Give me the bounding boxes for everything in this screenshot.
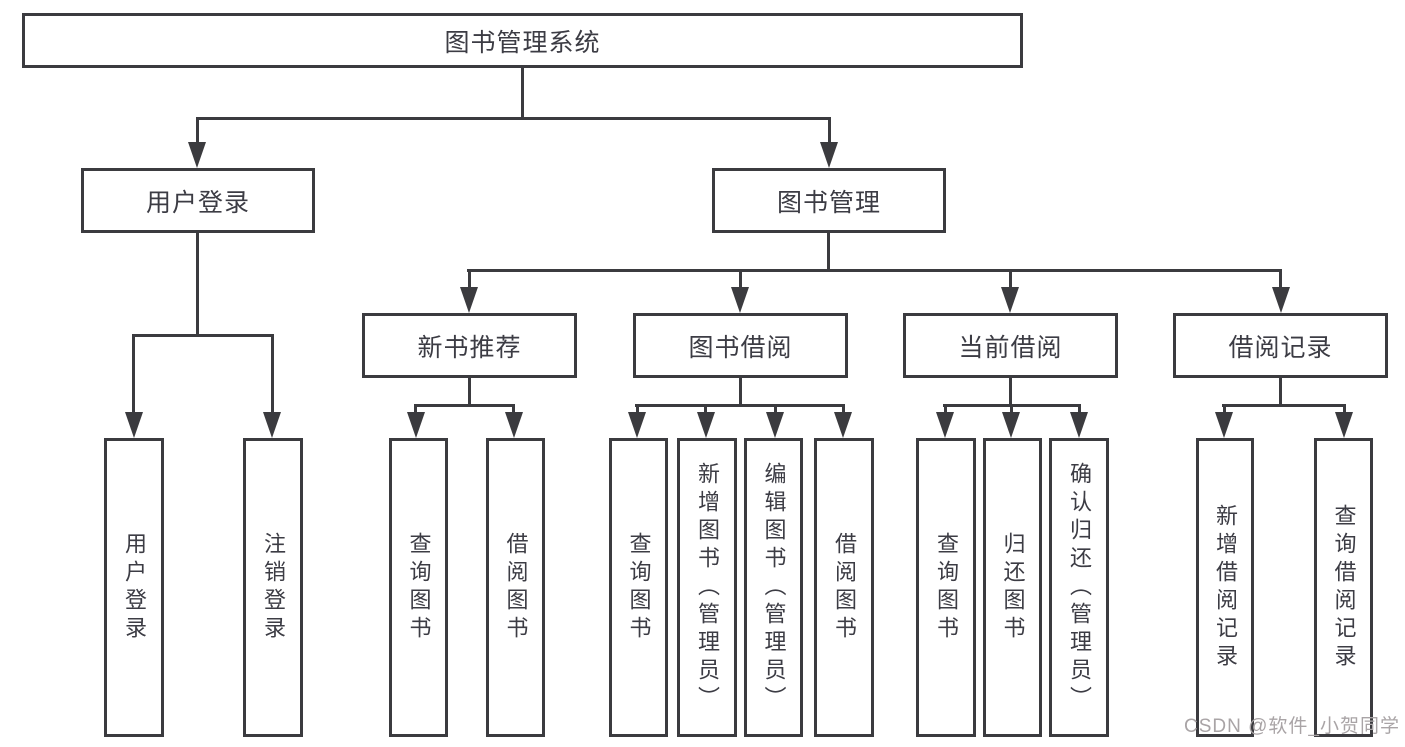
connector-stem [1223,404,1226,416]
connector-stem-user-login [196,117,199,147]
node-borrow-records: 借阅记录 [1173,313,1388,378]
arrow-down-icon [1002,412,1020,438]
leaf-return-books: 归还图书 [983,438,1042,737]
connector-book-borrow-hbar [635,404,845,407]
leaf-borrow-books: 借阅图书 [814,438,874,737]
arrow-down-icon [834,412,852,438]
connector-stem-new-book [468,269,471,291]
node-book-management: 图书管理 [712,168,946,233]
arrow-down-icon [1215,412,1233,438]
leaf-borrow-books-recommend: 借阅图书 [486,438,545,737]
leaf-query-books-current: 查询图书 [916,438,976,737]
connector-current-borrow-trunk [1009,378,1012,406]
connector-book-borrow-trunk [739,378,742,406]
connector-stem [1078,404,1081,416]
leaf-query-books-borrow: 查询图书 [609,438,668,737]
csdn-watermark: CSDN @软件_小贺同学 [1184,716,1400,737]
arrow-down-icon [1070,412,1088,438]
arrow-down-icon [407,412,425,438]
connector-stem [842,404,845,416]
connector-stem-borrow-records [1279,269,1282,291]
arrow-down-icon [1001,287,1019,313]
connector-stem [1010,404,1013,416]
connector-stem [774,404,777,416]
leaf-edit-books-admin: 编辑图书（管理员） [744,438,803,737]
connector-borrow-records-hbar [1222,404,1346,407]
leaf-add-books-admin: 新增图书（管理员） [677,438,737,737]
arrow-down-icon [820,142,838,168]
leaf-logout: 注销登录 [243,438,303,737]
connector-stem [1343,404,1346,416]
connector-root-trunk [521,68,524,119]
connector-borrow-records-trunk [1279,378,1282,406]
connector-stem-current-borrow [1009,269,1012,291]
connector-stem-leaf-logout [271,334,274,416]
leaf-query-borrow-record: 查询借阅记录 [1314,438,1373,737]
arrow-down-icon [731,287,749,313]
node-current-borrow: 当前借阅 [903,313,1118,378]
arrow-down-icon [936,412,954,438]
arrow-down-icon [766,412,784,438]
arrow-down-icon [1272,287,1290,313]
connector-stem-leaf-user-login [132,334,135,416]
connector-book-management-trunk [827,233,830,271]
arrow-down-icon [125,412,143,438]
arrow-down-icon [188,142,206,168]
connector-user-login-hbar [132,334,274,337]
connector-level1-hbar [196,117,831,120]
connector-stem [704,404,707,416]
arrow-down-icon [628,412,646,438]
leaf-query-books-recommend: 查询图书 [389,438,448,737]
connector-stem-book-management [828,117,831,147]
leaf-user-login: 用户登录 [104,438,164,737]
leaf-add-borrow-record: 新增借阅记录 [1196,438,1254,737]
connector-user-login-trunk [196,233,199,336]
leaf-confirm-return-admin: 确认归还（管理员） [1049,438,1109,737]
node-book-borrow: 图书借阅 [633,313,848,378]
connector-stem [944,404,947,416]
arrow-down-icon [460,287,478,313]
arrow-down-icon [697,412,715,438]
connector-level3-hbar [467,269,1282,272]
arrow-down-icon [263,412,281,438]
node-root-library-system: 图书管理系统 [22,13,1023,68]
connector-stem-book-borrow [739,269,742,291]
connector-new-book-trunk [468,378,471,406]
connector-stem [512,404,515,416]
arrow-down-icon [1335,412,1353,438]
connector-new-book-hbar [414,404,515,407]
arrow-down-icon [505,412,523,438]
node-new-book-recommend: 新书推荐 [362,313,577,378]
node-user-login: 用户登录 [81,168,315,233]
connector-stem [414,404,417,416]
connector-stem [636,404,639,416]
